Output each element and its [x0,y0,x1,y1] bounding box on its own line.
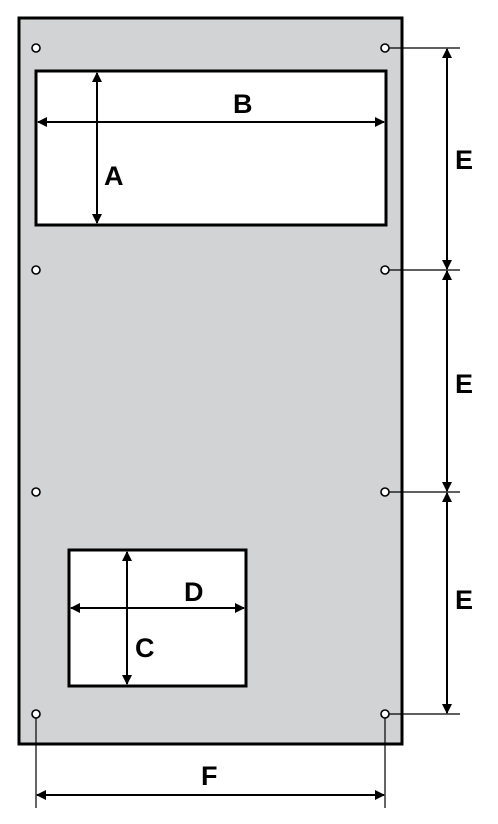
mounting-hole-left-3 [31,487,41,497]
label-e-middle: E [455,369,473,399]
mounting-hole-right-2 [380,265,390,275]
label-f: F [201,761,218,791]
mounting-hole-left-4 [31,709,41,719]
label-c: C [135,633,155,663]
lower-cutout [67,548,248,688]
label-e-top: E [455,145,473,175]
mounting-holes [31,43,390,719]
upper-cutout [34,69,388,227]
label-e-bottom: E [455,585,473,615]
label-b: B [233,89,253,119]
mounting-hole-right-3 [380,487,390,497]
mounting-hole-left-2 [31,265,41,275]
mounting-hole-right-1 [380,43,390,53]
mounting-hole-right-4 [380,709,390,719]
label-d: D [184,577,204,607]
label-a: A [104,161,124,191]
mounting-hole-left-1 [31,43,41,53]
